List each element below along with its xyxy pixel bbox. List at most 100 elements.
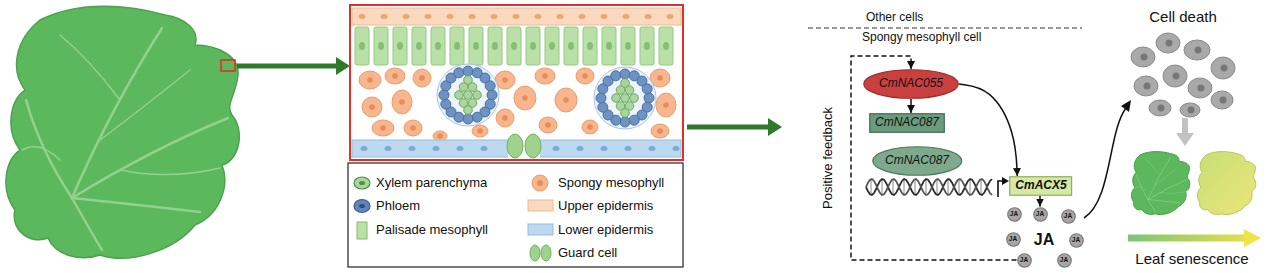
leaf-cross-section: [545, 27, 559, 65]
leaf-cross-section: [511, 42, 517, 50]
promoter-arrow: [1002, 177, 1009, 185]
leaf-cross-section: [359, 14, 674, 19]
leaf-cross-section: [663, 42, 669, 50]
connector: [959, 84, 1017, 176]
gradient-arrow: [1128, 235, 1246, 242]
tf-ellipse: CmNAC055: [863, 69, 959, 99]
outcome-label: Cell death: [1149, 8, 1217, 25]
leaf-cross-section: [513, 14, 520, 19]
ja-molecule: JA: [1007, 207, 1022, 222]
leaf-cross-section: [487, 90, 497, 100]
zoom-arrow: [237, 64, 338, 69]
leaf-cross-section: [450, 27, 464, 65]
node-outline: [1069, 233, 1083, 247]
dead-cells: [1195, 47, 1202, 54]
node-outline: [1010, 177, 1072, 196]
leaf-cross-section: [535, 14, 542, 19]
leaf-illustration: [6, 6, 239, 258]
leaf-cross-section: [359, 42, 365, 50]
gradient-arrow: [1244, 229, 1261, 247]
leaf-cross-section: [602, 27, 616, 65]
leaf-cross-section: [362, 97, 382, 117]
dead-cells: [1144, 83, 1151, 90]
dead-cells: [1131, 47, 1155, 67]
outcome-label: Leaf senescence: [1135, 250, 1248, 267]
dead-cells: [1163, 65, 1187, 87]
dead-cells: [1220, 97, 1227, 104]
leaf-cross-section: [508, 132, 540, 158]
leaf-cross-section: [359, 71, 381, 89]
leaf-cross-section: [644, 93, 654, 103]
leaf-cross-section: [663, 102, 669, 108]
leaf-cross-section: [606, 42, 612, 50]
region-label: Spongy mesophyll cell: [862, 31, 981, 45]
leaf-cross-section: [485, 81, 495, 91]
leaf-cross-section: [464, 106, 473, 115]
zoom-arrow: [768, 118, 782, 136]
ja-molecule: JA: [1006, 232, 1021, 247]
dna-helix: [915, 179, 916, 195]
node-label: JA: [1009, 235, 1017, 242]
leaf-cross-section: [577, 146, 584, 151]
dna-helix: [937, 179, 938, 195]
dna-helix: [959, 179, 960, 195]
leaf-cross-section: [413, 69, 431, 87]
leaf-cross-section: [437, 64, 499, 126]
legend-text: Xylem parenchyma: [376, 176, 487, 191]
leaf-illustration: [221, 60, 235, 71]
leaf-cross-section: [463, 114, 473, 124]
dead-cells: [1149, 100, 1171, 116]
leaf-cross-section: [621, 27, 635, 65]
leaf-cross-section: [399, 99, 405, 105]
legend-icon: [541, 245, 551, 261]
legend-icon: [359, 204, 365, 208]
dead-cells: [1166, 40, 1173, 47]
leaf-cross-section: [502, 77, 508, 83]
leaf-cross-section: [404, 120, 422, 136]
legend-frame: [348, 163, 683, 267]
leaf-cross-section: [350, 5, 683, 160]
leaf-cross-section: [350, 5, 683, 160]
leaf-cross-section: [539, 117, 557, 133]
leaf-cross-section: [469, 14, 476, 19]
legend-icon: [354, 175, 553, 261]
leaf-cross-section: [621, 94, 630, 103]
leaf-cross-section: [374, 27, 388, 65]
dna-helix: [866, 179, 992, 195]
leaf-cross-section: [514, 86, 536, 110]
legend-icon: [359, 181, 365, 185]
senescent-leaf: [1197, 152, 1255, 215]
tf-ellipse: CmNAC087: [872, 146, 963, 176]
leaf-cross-section: [582, 120, 598, 134]
gradient-arrow: [1128, 229, 1261, 247]
legend-text: Spongy mesophyll: [558, 176, 664, 191]
leaf-cross-section: [623, 14, 630, 19]
dna-helix: [866, 179, 992, 195]
connector: [1039, 196, 1041, 207]
leaf-cross-section: [611, 71, 621, 81]
leaf-cross-section: [620, 69, 630, 79]
leaf-cross-section: [437, 64, 499, 126]
leaf-cross-section: [488, 27, 502, 65]
node-outline: [1057, 253, 1071, 267]
leaf-cross-section: [392, 73, 398, 79]
legend-icon: [532, 175, 548, 191]
small-leaf: [1131, 152, 1189, 215]
dead-cells: [1158, 105, 1165, 112]
legend-text: Palisade mesophyll: [376, 223, 488, 238]
leaf-illustration: [6, 6, 239, 258]
promoter-arrow: [998, 177, 1009, 197]
leaf-cross-section: [392, 90, 412, 114]
dead-cells: [1134, 76, 1158, 96]
dead-cells: [1211, 57, 1235, 79]
legend-icon: [537, 180, 543, 186]
leaf-cross-section: [464, 91, 473, 100]
gene-box: CmACX5: [1009, 176, 1072, 196]
leaf-cross-section: [539, 117, 557, 133]
leaf-cross-section: [361, 146, 368, 151]
legend-icon: [354, 200, 370, 213]
cell-boundary-line: [808, 27, 1082, 28]
leaf-cross-section: [542, 73, 548, 79]
leaf-cross-section: [433, 146, 440, 151]
leaf-cross-section: [367, 77, 373, 83]
